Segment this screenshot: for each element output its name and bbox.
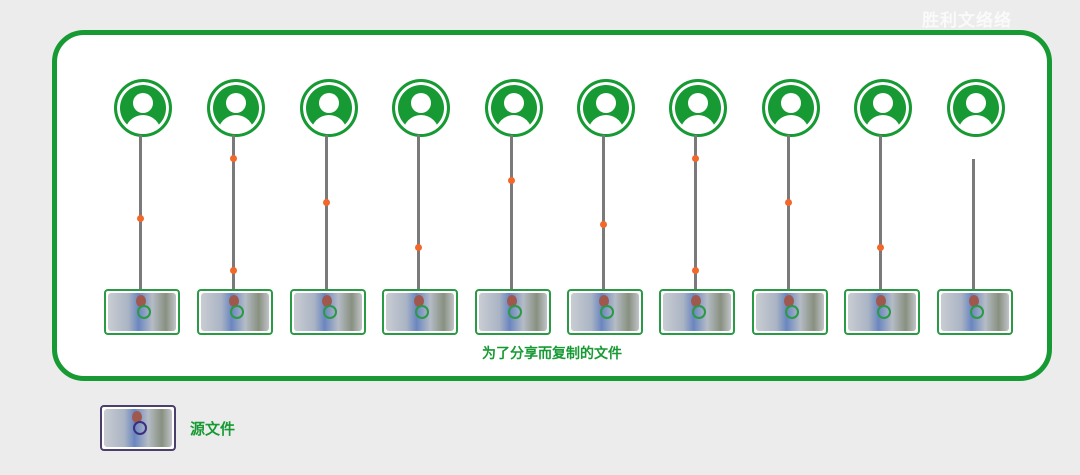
connector-line — [417, 135, 420, 289]
transfer-dot — [877, 244, 884, 251]
user-avatar-icon — [485, 79, 543, 137]
file-copy-thumbnail — [104, 289, 180, 335]
connector-line — [972, 159, 975, 289]
connector-line — [879, 135, 882, 289]
file-copy-thumbnail — [475, 289, 551, 335]
transfer-dot — [692, 155, 699, 162]
connector-line — [232, 135, 235, 289]
connector-line — [325, 135, 328, 289]
play-icon — [415, 305, 429, 319]
video-thumbnail-image — [104, 409, 172, 447]
user-avatar-icon — [392, 79, 450, 137]
video-thumbnail-image — [941, 293, 1009, 331]
transfer-dot — [230, 267, 237, 274]
connector-line — [139, 135, 142, 289]
video-thumbnail-image — [201, 293, 269, 331]
user-avatar-icon — [762, 79, 820, 137]
connector-line — [602, 135, 605, 289]
watermark: 胜利文络络 — [922, 11, 1012, 31]
file-copy-thumbnail — [844, 289, 920, 335]
transfer-dot — [415, 244, 422, 251]
file-copy-thumbnail — [197, 289, 273, 335]
play-icon — [230, 305, 244, 319]
play-icon — [877, 305, 891, 319]
user-avatar-icon — [669, 79, 727, 137]
video-thumbnail-image — [756, 293, 824, 331]
play-icon — [137, 305, 151, 319]
shared-copies-panel: 为了分享而复制的文件 — [52, 30, 1052, 381]
transfer-dot — [137, 215, 144, 222]
video-thumbnail-image — [479, 293, 547, 331]
file-copy-thumbnail — [290, 289, 366, 335]
play-icon — [970, 305, 984, 319]
file-copy-thumbnail — [382, 289, 458, 335]
transfer-dot — [323, 199, 330, 206]
video-thumbnail-image — [108, 293, 176, 331]
file-copy-thumbnail — [567, 289, 643, 335]
connector-line — [787, 135, 790, 289]
play-icon — [133, 421, 147, 435]
video-thumbnail-image — [571, 293, 639, 331]
play-icon — [508, 305, 522, 319]
play-icon — [600, 305, 614, 319]
play-icon — [692, 305, 706, 319]
video-thumbnail-image — [294, 293, 362, 331]
file-copy-thumbnail — [937, 289, 1013, 335]
connector-line — [510, 135, 513, 289]
copies-caption: 为了分享而复制的文件 — [482, 346, 622, 362]
connector-line — [694, 135, 697, 289]
video-thumbnail-image — [663, 293, 731, 331]
user-avatar-icon — [207, 79, 265, 137]
video-thumbnail-image — [848, 293, 916, 331]
file-copy-thumbnail — [659, 289, 735, 335]
source-file-label: 源文件 — [190, 420, 236, 438]
file-copy-thumbnail — [752, 289, 828, 335]
play-icon — [323, 305, 337, 319]
transfer-dot — [508, 177, 515, 184]
play-icon — [785, 305, 799, 319]
transfer-dot — [692, 267, 699, 274]
user-avatar-icon — [114, 79, 172, 137]
user-avatar-icon — [854, 79, 912, 137]
transfer-dot — [600, 221, 607, 228]
transfer-dot — [230, 155, 237, 162]
user-avatar-icon — [300, 79, 358, 137]
transfer-dot — [785, 199, 792, 206]
user-avatar-icon — [577, 79, 635, 137]
user-avatar-icon — [947, 79, 1005, 137]
video-thumbnail-image — [386, 293, 454, 331]
source-file-thumbnail — [100, 405, 176, 451]
